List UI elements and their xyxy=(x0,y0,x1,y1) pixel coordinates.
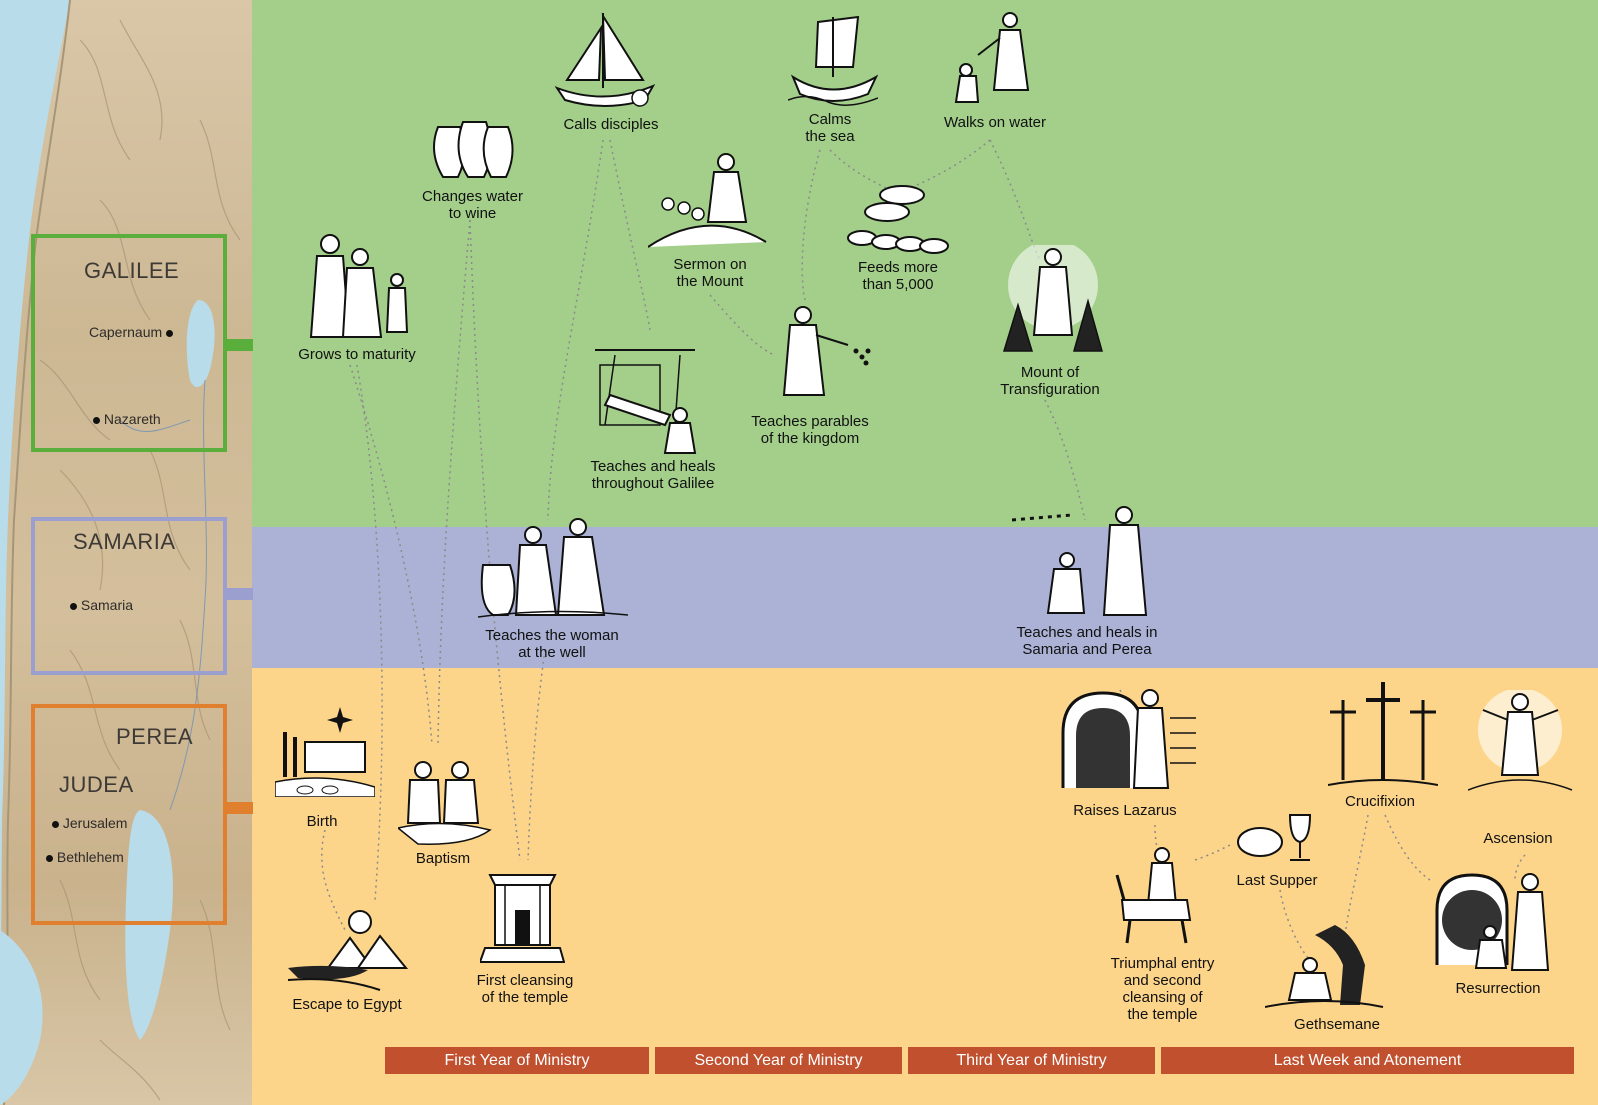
water-jars-icon xyxy=(433,121,514,178)
samaria-dot xyxy=(70,602,77,610)
event-gethsemane: Gethsemane xyxy=(1294,1016,1380,1033)
healing-roof-icon xyxy=(595,349,697,454)
galilee-band xyxy=(252,0,1598,527)
pyramids-icon xyxy=(288,910,409,991)
event-birth: Birth xyxy=(306,813,338,830)
year-bar-last-week: Last Week and Atonement xyxy=(1161,1047,1574,1074)
event-escape-to-egypt: Escape to Egypt xyxy=(292,996,402,1013)
perea-label: PEREA xyxy=(116,724,194,749)
ascension-icon xyxy=(1468,690,1573,791)
city-jerusalem: Jerusalem xyxy=(52,815,127,831)
samaria-connector xyxy=(227,588,253,600)
tomb-lazarus-icon xyxy=(1061,689,1196,789)
city-bethlehem: Bethlehem xyxy=(46,849,124,865)
samaria-label: SAMARIA xyxy=(73,529,176,554)
relief-map xyxy=(0,0,252,1105)
event-raises-lazarus: Raises Lazarus xyxy=(1073,802,1177,819)
boat-storm-icon xyxy=(788,15,878,106)
bethlehem-dot xyxy=(46,854,53,862)
bethlehem-star-icon xyxy=(275,707,375,797)
galilee-region-box xyxy=(31,234,227,452)
year-bar-third: Third Year of Ministry xyxy=(908,1047,1155,1074)
sower-icon xyxy=(782,306,871,396)
temple-icon xyxy=(480,874,565,963)
judea-band xyxy=(252,668,1598,1105)
event-resurrection: Resurrection xyxy=(1455,980,1541,997)
healing-lepers-icon xyxy=(1012,506,1148,616)
well-icon xyxy=(478,518,628,618)
city-samaria: Samaria xyxy=(70,597,133,613)
baptism-icon xyxy=(398,761,492,845)
samaria-band xyxy=(252,527,1598,668)
empty-tomb-icon xyxy=(1435,873,1550,971)
event-baptism: Baptism xyxy=(415,850,471,867)
capernaum-dot xyxy=(166,329,174,337)
city-nazareth: Nazareth xyxy=(93,411,161,427)
judea-connector xyxy=(227,802,253,814)
year-bar-second: Second Year of Ministry xyxy=(655,1047,902,1074)
event-walks-on-water: Walks on water xyxy=(944,114,1046,131)
event-last-supper: Last Supper xyxy=(1236,872,1318,889)
judea-label: JUDEA xyxy=(59,772,134,797)
galilee-label: GALILEE xyxy=(84,258,180,283)
jerusalem-dot xyxy=(52,820,59,828)
event-ascension: Ascension xyxy=(1483,830,1553,847)
boat-icon xyxy=(555,12,655,107)
donkey-rider-icon xyxy=(1115,847,1192,944)
sermon-crowd-icon xyxy=(648,153,767,248)
year-bar-first: First Year of Ministry xyxy=(385,1047,649,1074)
city-capernaum: Capernaum xyxy=(89,324,174,340)
judea-region-box xyxy=(31,704,227,925)
three-crosses-icon xyxy=(1328,682,1438,786)
nazareth-dot xyxy=(93,416,100,424)
event-crucifixion: Crucifixion xyxy=(1344,793,1416,810)
samaria-region-box xyxy=(31,517,227,675)
family-icon xyxy=(309,234,409,338)
event-calls-disciples: Calls disciples xyxy=(563,116,659,133)
bread-and-cup-icon xyxy=(1237,814,1312,861)
walking-on-water-icon xyxy=(954,12,1030,103)
transfiguration-icon xyxy=(1002,245,1103,352)
fish-and-loaves-icon xyxy=(847,185,949,254)
galilee-connector xyxy=(227,339,253,351)
map-terrain xyxy=(0,0,241,1105)
event-grows-to-maturity: Grows to maturity xyxy=(298,346,416,363)
gethsemane-icon xyxy=(1265,925,1384,1008)
